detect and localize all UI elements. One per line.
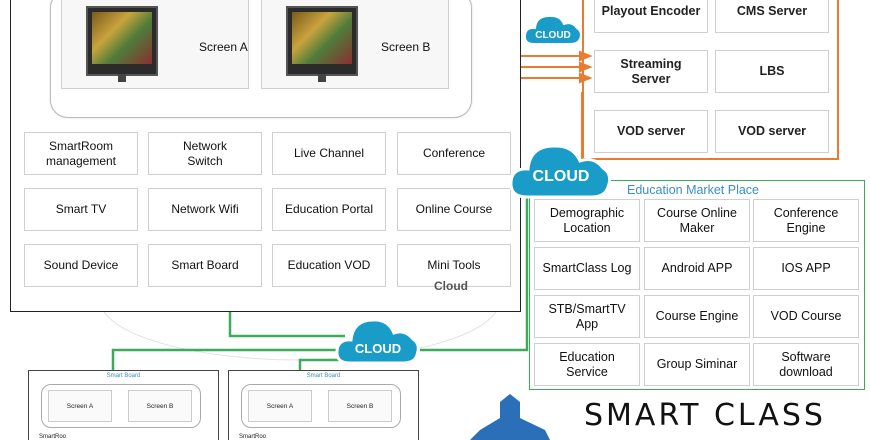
smart-board-image (286, 6, 358, 82)
mini-screen-a[interactable]: Screen A (48, 390, 112, 422)
server-playout-encoder[interactable]: Playout Encoder (594, 0, 708, 33)
module-smartroom-management[interactable]: SmartRoom management (24, 132, 138, 175)
edu-android-app[interactable]: Android APP (644, 247, 750, 290)
cloud-top-label: CLOUD (535, 30, 571, 41)
mini-room-title: Smart Board (106, 373, 141, 379)
module-mini-tools[interactable]: Mini Tools (397, 244, 511, 287)
cloud-middle-icon: CLOUD (507, 134, 615, 202)
server-panel (582, 0, 839, 160)
mini-room-caption: SmartRoo (39, 434, 67, 440)
edu-vod-course[interactable]: VOD Course (753, 295, 859, 338)
cloud-top-icon: CLOUD (522, 8, 584, 48)
green-links (111, 190, 529, 370)
edu-stb-smarttv-app[interactable]: STB/SmartTV App (534, 295, 640, 338)
smart-board-image (86, 6, 158, 82)
mini-screen-area: Screen A Screen B (241, 384, 401, 428)
cloud-bottom-icon: CLOUD (334, 310, 422, 368)
server-cms[interactable]: CMS Server (715, 0, 829, 33)
screen-b-label: Screen B (381, 40, 431, 54)
server-vod-2[interactable]: VOD server (715, 110, 829, 153)
edu-group-siminar[interactable]: Group Siminar (644, 343, 750, 386)
edu-conference-engine[interactable]: Conference Engine (753, 199, 859, 242)
cloud-middle-label: CLOUD (532, 168, 590, 185)
screen-card-a[interactable]: Screen A (61, 0, 249, 89)
server-lbs[interactable]: LBS (715, 50, 829, 93)
edu-course-online-maker[interactable]: Course Online Maker (644, 199, 750, 242)
edu-demographic-location[interactable]: Demographic Location (534, 199, 640, 242)
screen-a-label: Screen A (199, 40, 248, 54)
module-education-portal[interactable]: Education Portal (272, 188, 386, 231)
cloud-bottom-label: CLOUD (354, 341, 402, 356)
edu-software-download[interactable]: Software download (753, 343, 859, 386)
mini-room-2: Smart Board Screen A Screen B SmartRoo (228, 370, 419, 440)
mini-screen-a[interactable]: Screen A (248, 390, 312, 422)
module-sound-device[interactable]: Sound Device (24, 244, 138, 287)
smart-class-logo-mark (470, 394, 550, 440)
module-network-switch[interactable]: Network Switch (148, 132, 262, 175)
mini-screen-area: Screen A Screen B (41, 384, 201, 428)
edu-smartclass-log[interactable]: SmartClass Log (534, 247, 640, 290)
mini-screen-b[interactable]: Screen B (328, 390, 392, 422)
module-smart-tv[interactable]: Smart TV (24, 188, 138, 231)
mini-room-title: Smart Board (306, 373, 341, 379)
server-streaming[interactable]: Streaming Server (594, 50, 708, 93)
module-live-channel[interactable]: Live Channel (272, 132, 386, 175)
module-smart-board[interactable]: Smart Board (148, 244, 262, 287)
mini-screen-b[interactable]: Screen B (128, 390, 192, 422)
mini-room-caption: SmartRoo (239, 434, 267, 440)
module-education-vod[interactable]: Education VOD (272, 244, 386, 287)
module-conference[interactable]: Conference (397, 132, 511, 175)
screen-area: Screen A Screen B (50, 0, 472, 118)
edu-education-service[interactable]: Education Service (534, 343, 640, 386)
education-market-title: Education Market Place (627, 183, 760, 197)
faint-cloud-label: Cloud (434, 279, 468, 293)
server-vod-1[interactable]: VOD server (594, 110, 708, 153)
module-online-course[interactable]: Online Course (397, 188, 511, 231)
edu-course-engine[interactable]: Course Engine (644, 295, 750, 338)
screen-card-b[interactable]: Screen B (261, 0, 449, 89)
edu-ios-app[interactable]: IOS APP (753, 247, 859, 290)
mini-room-1: Smart Board Screen A Screen B SmartRoo (28, 370, 219, 440)
smart-class-logo-text: SMART CLASS (584, 398, 826, 433)
module-network-wifi[interactable]: Network Wifi (148, 188, 262, 231)
